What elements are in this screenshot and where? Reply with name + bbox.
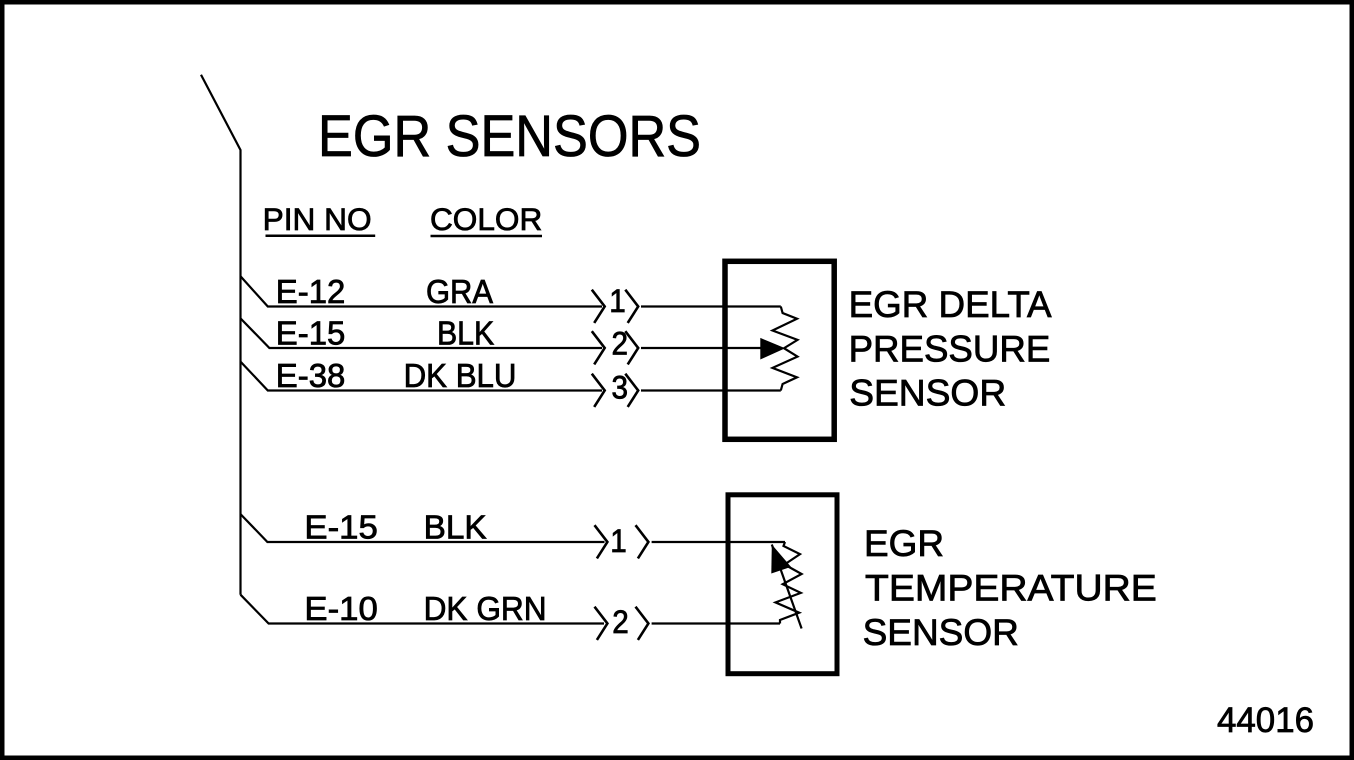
svg-text:E-38: E-38: [276, 357, 346, 394]
svg-text:EGR: EGR: [864, 522, 944, 564]
svg-text:PRESSURE: PRESSURE: [849, 327, 1051, 369]
svg-text:E-15: E-15: [304, 509, 377, 546]
svg-text:SENSOR: SENSOR: [849, 372, 1006, 414]
svg-text:2: 2: [612, 604, 629, 640]
svg-text:E-15: E-15: [276, 315, 346, 352]
svg-text:DK BLU: DK BLU: [404, 357, 517, 394]
svg-text:1: 1: [610, 523, 627, 559]
svg-text:E-10: E-10: [304, 590, 377, 627]
svg-text:BLK: BLK: [437, 315, 494, 352]
svg-text:SENSOR: SENSOR: [863, 611, 1019, 653]
svg-text:PIN NO: PIN NO: [263, 202, 372, 237]
svg-text:DK GRN: DK GRN: [424, 590, 547, 627]
svg-text:COLOR: COLOR: [430, 202, 542, 237]
svg-text:44016: 44016: [1217, 700, 1314, 740]
svg-text:1: 1: [609, 283, 626, 319]
svg-text:E-12: E-12: [276, 273, 346, 310]
svg-text:TEMPERATURE: TEMPERATURE: [865, 566, 1157, 608]
svg-text:BLK: BLK: [424, 509, 487, 546]
svg-text:EGR DELTA: EGR DELTA: [849, 283, 1052, 325]
svg-text:3: 3: [611, 370, 628, 406]
svg-text:GRA: GRA: [426, 273, 493, 310]
svg-text:EGR SENSORS: EGR SENSORS: [318, 104, 701, 169]
svg-text:2: 2: [612, 326, 629, 362]
